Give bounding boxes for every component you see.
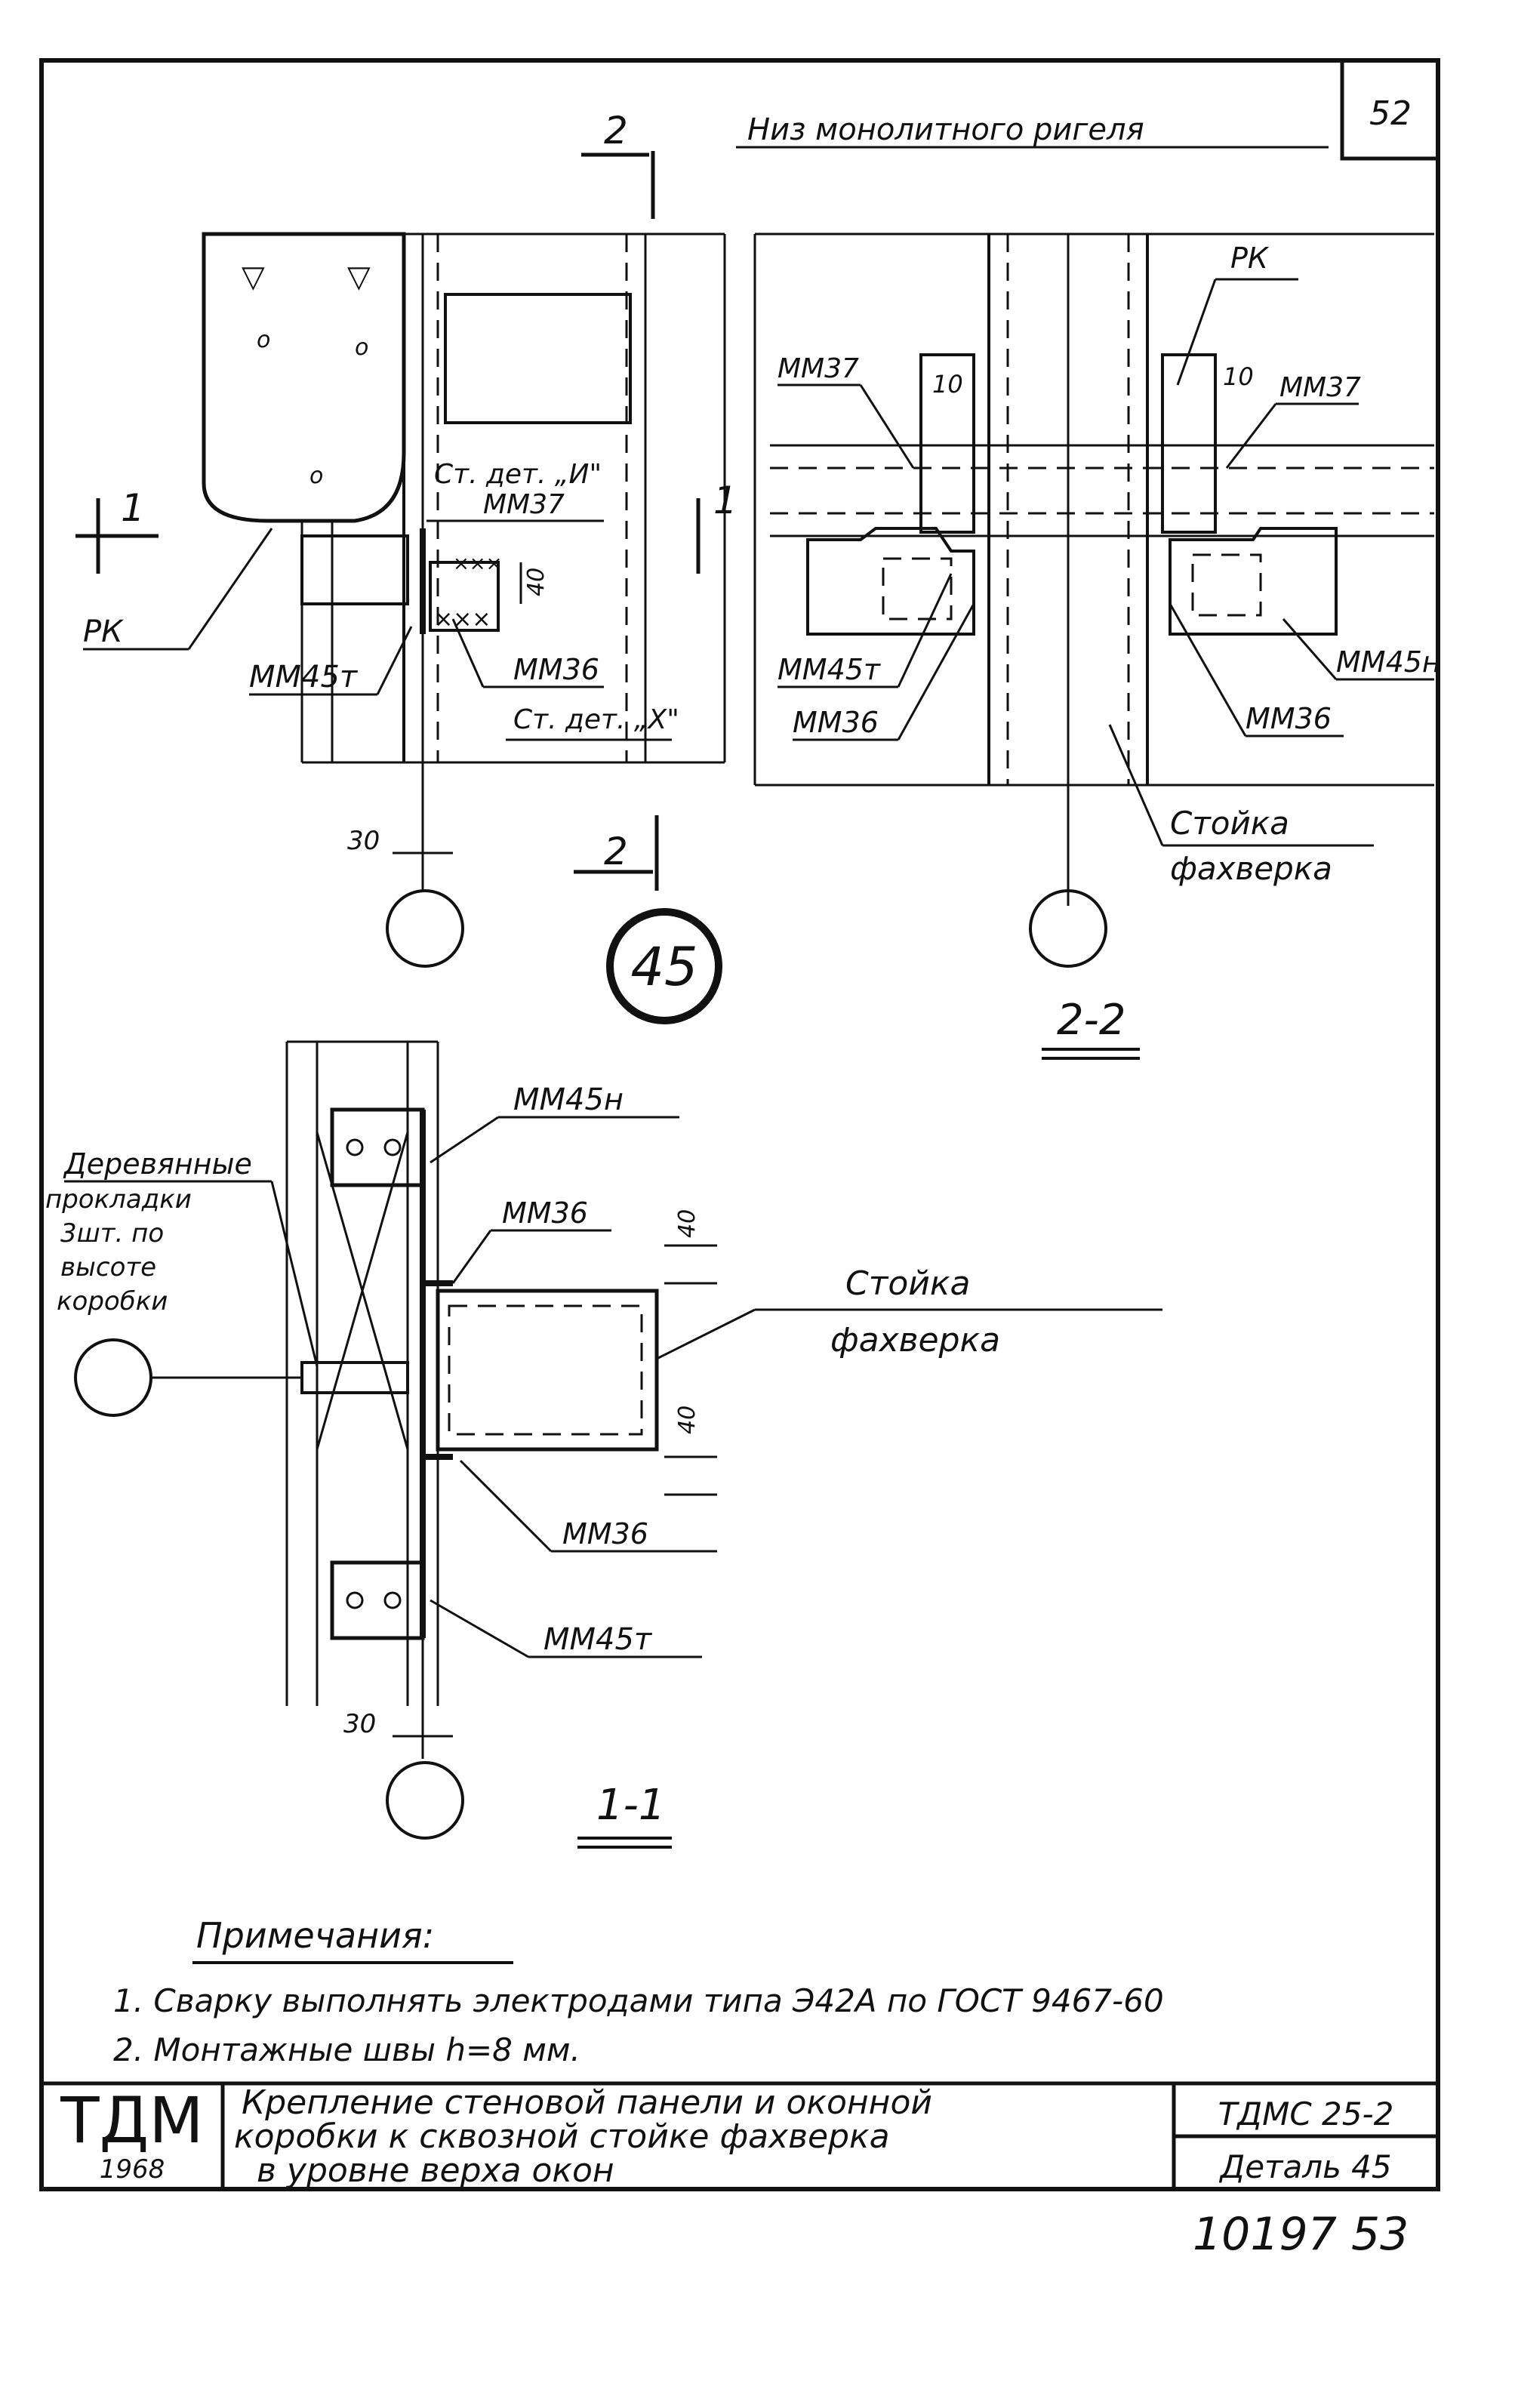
sheet-code: ТДМС 25-2 bbox=[1218, 2095, 1394, 2132]
elevation-view: ▽ ▽ o o o ××× ××× 40 2 2 bbox=[75, 109, 737, 1024]
title-block: ТДМ 1968 Крепление стеновой панели и око… bbox=[60, 2083, 1393, 2190]
label-wood-4: высоте bbox=[60, 1252, 156, 1283]
label-wood-3: 3шт. по bbox=[60, 1218, 164, 1249]
section-1-1-label: 1-1 bbox=[596, 1781, 665, 1830]
label-dim-10-left: 10 bbox=[932, 370, 963, 399]
cut-1-left: 1 bbox=[121, 486, 145, 530]
dim-40-mid-1: 40 bbox=[674, 1209, 701, 1238]
note-2: 2. Монтажные швы h=8 мм. bbox=[113, 2031, 580, 2068]
svg-text:×××: ××× bbox=[434, 606, 491, 633]
page-number: 52 bbox=[1369, 94, 1412, 133]
dim-40-top: 40 bbox=[523, 568, 550, 596]
label-niz-rigelya: Низ монолитного ригеля bbox=[747, 112, 1144, 147]
label-rk-right: РК bbox=[1230, 242, 1270, 275]
label-mm36-r2: ММ36 bbox=[1246, 702, 1332, 735]
label-mm36-r1: ММ36 bbox=[793, 706, 879, 739]
label-fakhverka-mid: фахверка bbox=[830, 1321, 1000, 1360]
label-mm36-mid-2: ММ36 bbox=[562, 1517, 648, 1550]
label-wood-5: коробки bbox=[57, 1286, 168, 1316]
label-mm37-left: ММ37 bbox=[483, 489, 565, 520]
label-wood-1: Деревянные bbox=[63, 1147, 252, 1181]
note-1: 1. Сварку выполнять электродами типа Э42… bbox=[113, 1982, 1164, 2019]
label-stoika-r: Стойка bbox=[1170, 805, 1289, 842]
label-mm45t-r: ММ45т bbox=[778, 653, 882, 686]
year: 1968 bbox=[100, 2154, 165, 2185]
label-mm36-left: ММ36 bbox=[513, 653, 599, 686]
cut-1-right: 1 bbox=[713, 479, 737, 522]
section-2-2-label: 2-2 bbox=[1057, 996, 1125, 1045]
label-stoika-mid: Стойка bbox=[845, 1264, 970, 1303]
dim-30-bottom: 30 bbox=[343, 1709, 376, 1739]
svg-text:o: o bbox=[309, 463, 323, 489]
label-wood-2: прокладки bbox=[45, 1184, 192, 1215]
cut-2-top: 2 bbox=[604, 109, 628, 152]
section-2-2-view: Низ монолитного ригеля РК ММ37 10 10 ММ3 bbox=[736, 112, 1441, 1060]
label-dim-10-right: 10 bbox=[1223, 362, 1254, 391]
svg-text:▽: ▽ bbox=[347, 260, 371, 294]
notes-heading: Примечания: bbox=[196, 1915, 434, 1956]
svg-text:o: o bbox=[355, 334, 368, 361]
label-mm45t-mid: ММ45т bbox=[543, 1622, 653, 1657]
label-mm45t-top: ММ45т bbox=[249, 660, 359, 694]
notes: Примечания: 1. Сварку выполнять электрод… bbox=[113, 1915, 1164, 2068]
logo: ТДМ bbox=[60, 2083, 203, 2157]
title-line-2: коробки к сквозной стойке фахверка bbox=[234, 2117, 890, 2156]
svg-text:o: o bbox=[257, 327, 270, 353]
svg-text:×××: ××× bbox=[453, 553, 502, 575]
label-mm45n-mid: ММ45н bbox=[513, 1082, 624, 1117]
label-mm45n-r: ММ45н bbox=[1336, 645, 1441, 679]
label-mm37-r1: ММ37 bbox=[778, 353, 859, 384]
cut-2-bottom: 2 bbox=[604, 830, 628, 873]
sheet-frame bbox=[39, 58, 1440, 2191]
title-line-1: Крепление стеновой панели и оконной bbox=[242, 2083, 932, 2122]
title-line-3: в уровне верха окон bbox=[257, 2151, 614, 2190]
svg-text:▽: ▽ bbox=[242, 260, 265, 294]
label-mm37-r2: ММ37 bbox=[1279, 372, 1361, 403]
detail-number: 45 bbox=[630, 936, 697, 998]
sheet-detail: Деталь 45 bbox=[1218, 2148, 1391, 2185]
bottom-number: 10197 53 bbox=[1193, 2208, 1409, 2261]
section-1-1-view: 30 40 40 ММ45н ММ36 Стойка фахверка ММ36… bbox=[45, 1040, 1162, 1849]
label-mm36-mid-1: ММ36 bbox=[502, 1196, 588, 1230]
label-rk-left: РК bbox=[83, 614, 124, 649]
label-st-det-x: Ст. дет. „Х" bbox=[513, 704, 679, 735]
label-fakhverka-r: фахверка bbox=[1170, 850, 1332, 887]
dim-40-mid-2: 40 bbox=[674, 1406, 701, 1434]
dim-30-top: 30 bbox=[347, 826, 380, 856]
label-st-det-u: Ст. дет. „И" bbox=[434, 459, 602, 490]
